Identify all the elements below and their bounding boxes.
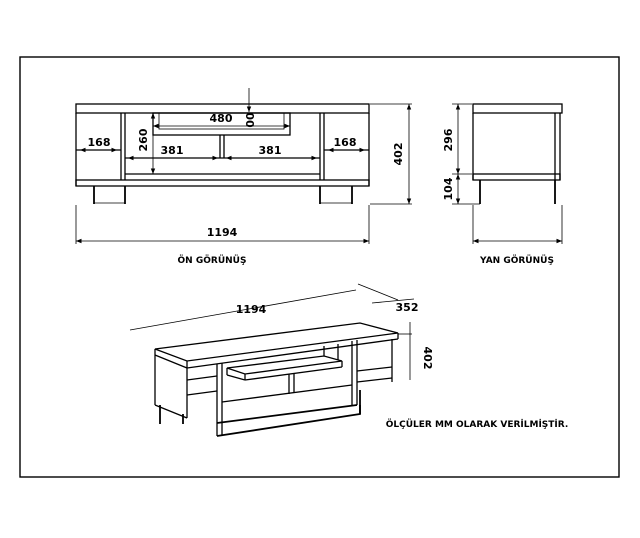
- iso-view: 1194 352 402: [129, 283, 434, 437]
- dim-iso-depth: 352: [396, 301, 419, 314]
- dim-upper-height: 296: [442, 128, 455, 151]
- side-view-caption: YAN GÖRÜNÜŞ: [479, 255, 554, 266]
- dim-left-shelf: 168: [88, 136, 111, 149]
- dim-upper-opening: 480: [210, 112, 233, 125]
- dim-iso-height: 402: [421, 347, 434, 370]
- dim-right-shelf: 168: [334, 136, 357, 149]
- dim-inner-left: 381: [161, 144, 184, 157]
- units-note: ÖLÇÜLER MM OLARAK VERİLMİŞTİR.: [386, 419, 569, 430]
- dim-overall-height: 402: [392, 143, 405, 166]
- dim-shelf-height: 260: [137, 128, 150, 151]
- dim-overall-width: 1194: [207, 226, 238, 239]
- dim-iso-length: 1194: [236, 303, 267, 316]
- front-view-caption: ÖN GÖRÜNÜŞ: [178, 255, 247, 266]
- dim-inner-right: 381: [259, 144, 282, 157]
- dim-upper-gap: 00: [243, 112, 256, 128]
- drawing-frame: [19, 56, 620, 478]
- dim-leg-height: 104: [442, 177, 455, 200]
- side-view: 296 104 YAN GÖRÜNÜŞ: [442, 103, 563, 266]
- front-view: 1194 402 168 168 381 381 480 00 260 ÖN G…: [75, 88, 412, 266]
